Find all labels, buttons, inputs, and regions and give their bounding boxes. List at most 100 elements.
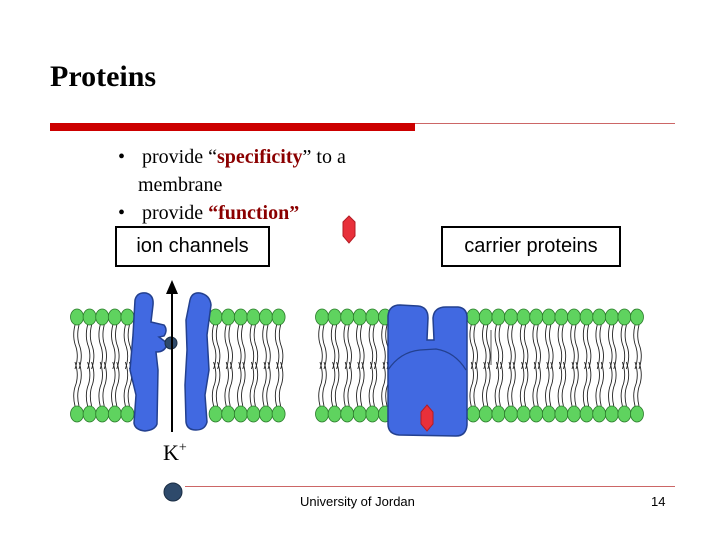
lipid-tail	[278, 324, 284, 370]
lipid-head	[630, 405, 644, 423]
lipid-head	[233, 308, 248, 326]
highlight-specificity: specificity	[216, 146, 303, 168]
lipid-tail	[545, 324, 550, 370]
lipid-tail	[237, 324, 242, 370]
footer-divider	[185, 486, 675, 487]
lipid-head	[554, 308, 569, 326]
lipid-head	[246, 308, 261, 326]
lipid-tail	[582, 324, 588, 370]
lipid-tail	[473, 361, 478, 407]
lipid-tail	[608, 324, 613, 370]
lipid-tail	[224, 324, 229, 370]
lipid-tail	[486, 361, 491, 407]
lipid-tail	[469, 361, 474, 407]
lipid-tail	[586, 324, 592, 370]
lipid-tail	[633, 324, 638, 370]
lipid-tail	[498, 324, 504, 370]
lipid-tail	[381, 361, 386, 407]
lipid-tail	[111, 324, 116, 370]
bullet-text: provide “function”	[142, 199, 299, 227]
lipid-head	[120, 308, 135, 326]
lipid-tail	[549, 361, 554, 407]
lipid-head	[478, 405, 493, 423]
lipid-tail	[360, 324, 365, 370]
lipid-head	[529, 308, 544, 326]
bullet-continuation: membrane	[118, 171, 346, 199]
lipid-head	[617, 405, 632, 423]
lipid-head	[340, 308, 355, 326]
lipid-tail	[482, 324, 487, 370]
lipid-tail	[595, 324, 600, 370]
lipid-head	[604, 308, 619, 326]
lipid-head	[504, 308, 518, 326]
lipid-head	[70, 405, 84, 423]
bullet-text-part: membrane	[138, 174, 223, 196]
lipid-tail	[266, 361, 271, 407]
lipid-head	[82, 405, 97, 423]
lipid-tail	[215, 324, 221, 370]
lipid-tail	[536, 361, 541, 407]
lipid-head	[617, 308, 632, 326]
lipid-head	[95, 308, 110, 326]
lipid-tail	[372, 324, 378, 370]
lipid-tail	[494, 324, 500, 370]
lipid-tail	[98, 324, 103, 370]
lipid-tail	[111, 361, 116, 407]
lipid-tail	[469, 324, 474, 370]
lipid-head	[478, 308, 493, 326]
bullet-text-part: provide “	[142, 146, 217, 168]
lipid-head	[554, 405, 569, 423]
lipid-tail	[570, 324, 575, 370]
lipid-tail	[511, 324, 516, 370]
lipid-head	[70, 308, 84, 326]
lipid-tail	[224, 361, 229, 407]
lipid-tail	[347, 324, 352, 370]
footer-institution: University of Jordan	[300, 494, 415, 509]
lipid-head	[466, 308, 481, 326]
lipid-tail	[473, 324, 478, 370]
lipid-tail	[334, 324, 340, 370]
solute-in-carrier-icon	[420, 404, 434, 432]
lipid-tail	[599, 361, 604, 407]
lipid-tail	[318, 361, 323, 407]
lipid-tail	[574, 361, 579, 407]
bullet-text: provide “specificity” to a	[142, 143, 346, 171]
carrier-protein-fold-line	[387, 348, 467, 371]
lipid-tail	[498, 361, 504, 407]
lipid-tail	[228, 361, 233, 407]
lipid-tail	[637, 361, 642, 407]
lipid-tail	[330, 324, 336, 370]
lipid-head	[327, 308, 342, 326]
lipid-head	[567, 308, 581, 326]
lipid-tail	[557, 324, 563, 370]
ion-symbol: K	[163, 440, 179, 465]
lipid-tail	[249, 324, 255, 370]
lipid-tail	[278, 361, 284, 407]
lipid-tail	[356, 324, 361, 370]
lipid-head	[259, 405, 273, 423]
lipid-head	[352, 308, 367, 326]
lipid-tail	[85, 324, 91, 370]
lipid-head	[271, 405, 286, 423]
lipid-tail	[102, 324, 107, 370]
lipid-head	[592, 405, 607, 423]
lipid-tail	[381, 324, 386, 370]
lipid-tail	[89, 361, 95, 407]
lipid-head	[208, 308, 223, 326]
lipid-tail	[507, 324, 512, 370]
lipid-head	[107, 308, 122, 326]
lipid-head	[541, 308, 556, 326]
lipid-tail	[595, 361, 600, 407]
ion-channel-protein-left	[129, 292, 168, 432]
lipid-tail	[612, 324, 617, 370]
lipid-tail	[620, 361, 626, 407]
lipid-tail	[274, 324, 280, 370]
lipid-tail	[557, 361, 563, 407]
lipid-tail	[532, 324, 537, 370]
solute-molecule-icon	[342, 215, 356, 244]
lipid-tail	[237, 361, 242, 407]
ion-channel-protein-right	[184, 292, 212, 431]
lipid-tail	[482, 361, 487, 407]
page-number: 14	[651, 494, 666, 509]
lipid-head	[491, 405, 506, 423]
